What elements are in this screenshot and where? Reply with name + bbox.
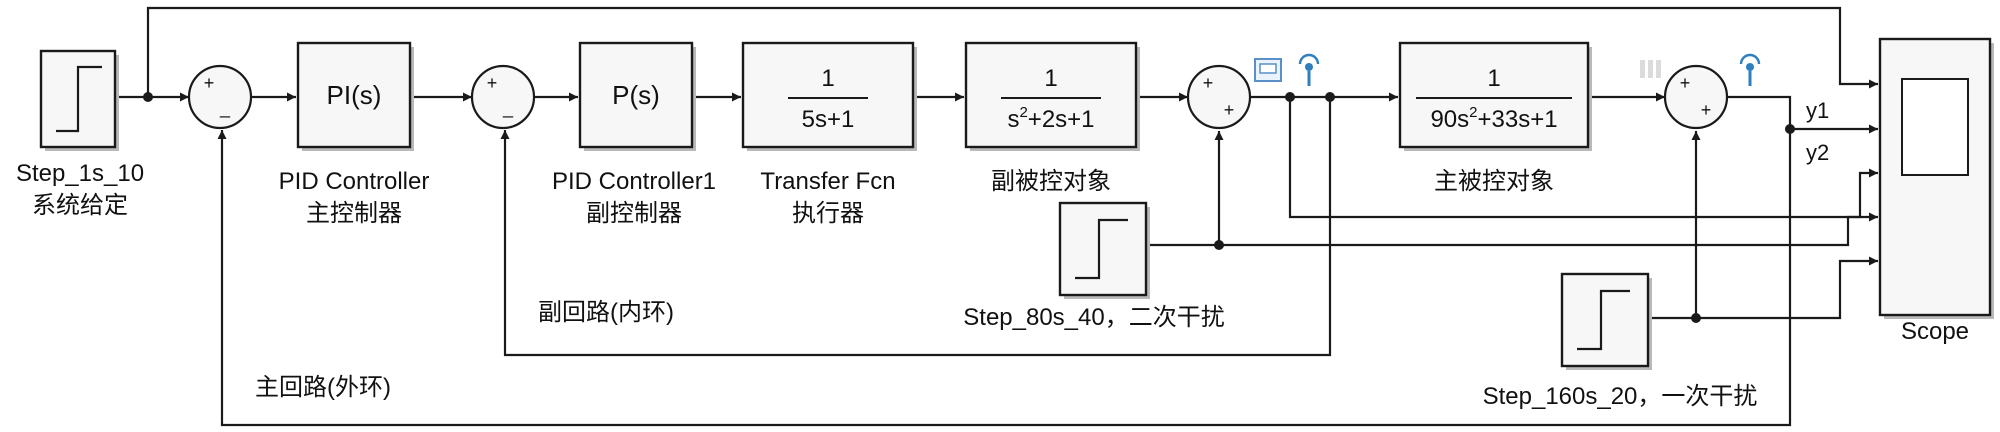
step-160s-name: Step_160s_20，一次干扰 [1483,383,1758,410]
wire-step160-sum4 [1648,131,1701,320]
sum2-bottom-sign: _ [502,98,514,119]
pid-controller-sub-block[interactable]: P(s) [578,41,696,151]
tf-actuator-desc: 执行器 [792,200,864,227]
sum4-bottom-sign: + [1701,100,1712,120]
sum-block-2[interactable]: + _ [470,64,536,130]
step-1s-desc: 系统给定 [32,192,128,219]
junction-dot [1785,124,1795,134]
scope-name: Scope [1901,318,1969,345]
sum4-top-sign: + [1680,73,1691,93]
sum2-top-sign: + [487,73,498,93]
scope-block[interactable] [1878,37,1994,319]
tf-primary-den-exp: 2 [1469,104,1477,121]
tf-primary-den: 90s2+33s+1 [1430,104,1557,133]
junction-dot [1285,92,1295,102]
pid-sub-body: P(s) [612,80,660,110]
sum-block-4[interactable]: + + [1663,64,1729,130]
tf-secondary-den-exp: 2 [1019,104,1027,121]
wire-step80-sum3 [1150,131,1224,247]
pid-main-desc: 主控制器 [306,200,402,227]
transfer-fcn-secondary-plant-block[interactable]: 1 s2+2s+1 [964,41,1140,151]
transfer-fcn-actuator-block[interactable]: 1 5s+1 [741,41,917,151]
signal-log-icon[interactable] [1298,53,1320,86]
step-icon [1075,218,1128,280]
port-viewer-icon[interactable] [1254,58,1282,82]
step-1s-name: Step_1s_10 [16,160,144,187]
tf-secondary-desc: 副被控对象 [991,168,1111,195]
junction-dot [143,92,153,102]
step-80s-block[interactable] [1058,201,1150,299]
pid-main-name: PID Controller [279,168,430,195]
scope-screen-icon [1901,78,1969,176]
step-icon [56,65,102,133]
wire-setpoint-to-scope [146,6,1878,97]
tf-primary-num: 1 [1487,65,1500,92]
sum1-top-sign: + [204,73,215,93]
port-viewer-icon[interactable] [1640,60,1661,78]
pid-sub-desc: 副控制器 [586,200,682,227]
tf-secondary-den-a: s [1007,106,1019,133]
pid-controller-main-block[interactable]: PI(s) [296,41,414,151]
junction-dot [1214,240,1224,250]
tf-secondary-den: s2+2s+1 [1007,104,1094,133]
sum3-bottom-sign: + [1224,100,1235,120]
sum3-top-sign: + [1203,73,1214,93]
pid-sub-name: PID Controller1 [552,168,716,195]
step-80s-name: Step_80s_40，二次干扰 [963,304,1224,331]
tf-primary-den-a: 90s [1430,106,1469,133]
step-icon [1577,289,1630,351]
sum1-bottom-sign: _ [219,98,231,119]
tf-primary-desc: 主被控对象 [1434,168,1554,195]
sum-block-1[interactable]: + _ [187,64,253,130]
pid-main-body: PI(s) [327,80,382,110]
signal-log-icon[interactable] [1739,53,1761,86]
transfer-fcn-primary-plant-block[interactable]: 1 90s2+33s+1 [1398,41,1592,151]
junction-dot [1325,92,1335,102]
tf-actuator-name: Transfer Fcn [760,168,895,195]
wire-y1-to-scope [1727,95,1878,134]
tf-secondary-den-b: +2s+1 [1028,106,1095,133]
tf-actuator-den: 5s+1 [802,106,855,133]
inner-loop-label: 副回路(内环) [538,299,674,326]
wire-outer-feedback [217,129,1792,427]
signal-label-y1: y1 [1806,98,1829,123]
outer-loop-label: 主回路(外环) [255,374,391,401]
tf-secondary-num: 1 [1044,65,1057,92]
wire-step80-scope [1219,212,1878,247]
tf-actuator-num: 1 [821,65,834,92]
wires [118,6,1878,427]
wire-step160-scope [1696,256,1878,320]
step-1s-block[interactable] [39,49,119,151]
step-160s-block[interactable] [1560,272,1652,370]
signal-label-y2: y2 [1806,140,1829,165]
junction-dot [1691,313,1701,323]
wire-inner-feedback [500,97,1332,357]
tf-primary-den-b: +33s+1 [1477,106,1557,133]
sum-block-3[interactable]: + + [1186,64,1252,130]
